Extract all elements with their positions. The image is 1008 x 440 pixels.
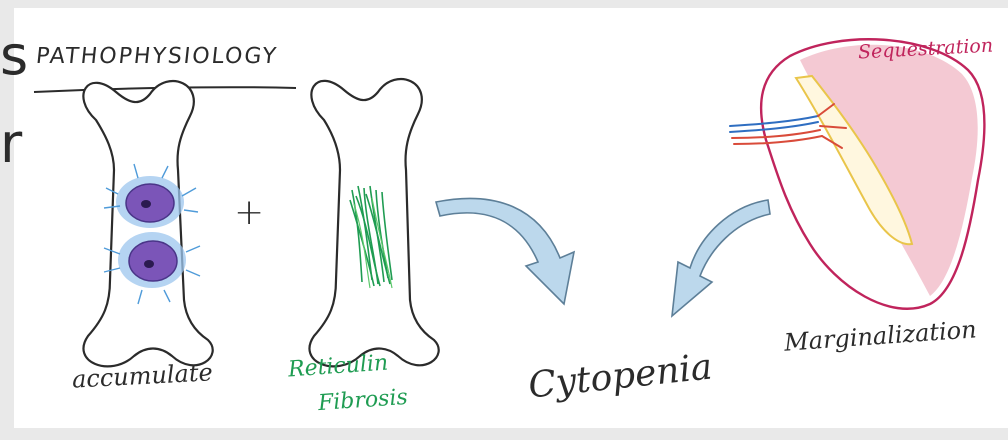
curved-arrow-right <box>672 200 770 316</box>
curved-arrow-left <box>436 198 574 304</box>
page-title: PATHOPHYSIOLOGY <box>35 44 279 69</box>
plus-sign: + <box>234 192 264 233</box>
spleen-icon <box>730 39 984 308</box>
bone-with-cells-icon <box>83 81 212 366</box>
bone-with-fibrosis-icon <box>309 79 438 366</box>
